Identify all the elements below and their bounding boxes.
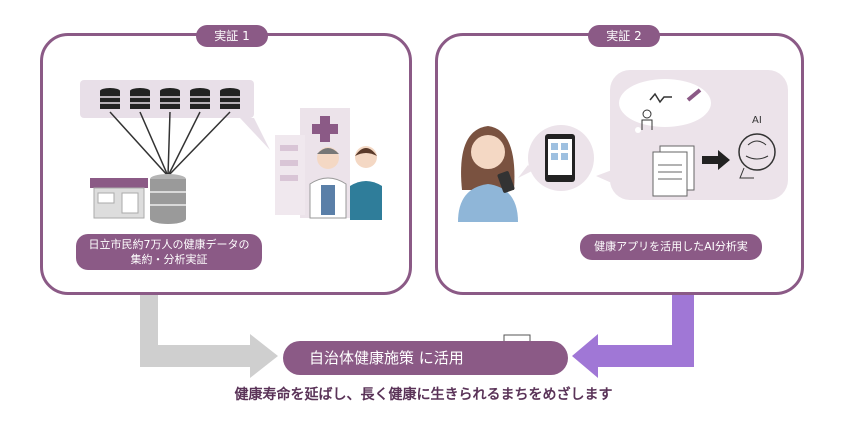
database-icon [220,88,240,109]
purple-arrow [572,282,694,378]
database-icon [190,88,210,109]
ai-label: AI [752,115,762,126]
target-policy-label: 自治体健康施策 に活用 [283,341,568,375]
verification-2-tag: 実証 2 [588,25,660,47]
right-arrow-icon [702,150,730,170]
phone-circle [518,125,594,191]
caption-line-2: 集約・分析実証 [130,253,208,266]
city-hall-icon [90,178,148,219]
verification-2-caption: 健康アプリを活用したAI分析実証 [580,234,762,275]
database-icons [100,88,240,109]
documents-icon [652,145,695,197]
gray-arrow [140,282,278,378]
database-icon [160,88,180,109]
nurse-icon [350,146,382,220]
connection-lines [109,111,231,177]
ai-brain-icon [738,133,776,179]
tagline: 健康寿命を延ばし、長く健康に生きられるまちをめざします [234,387,613,403]
doctor-icon [309,147,347,219]
caption-line-1: 日立市民約7万人の健康データの [88,238,250,251]
database-icon [100,88,120,109]
thought-cloud-icon [619,79,711,133]
central-server-icon [150,174,186,224]
database-icon [130,88,150,109]
verification-1-caption: 日立市民約7万人の健康データの 集約・分析実証 [76,234,262,270]
verification-1-tag: 実証 1 [196,25,268,47]
woman-with-phone-icon [458,126,518,222]
